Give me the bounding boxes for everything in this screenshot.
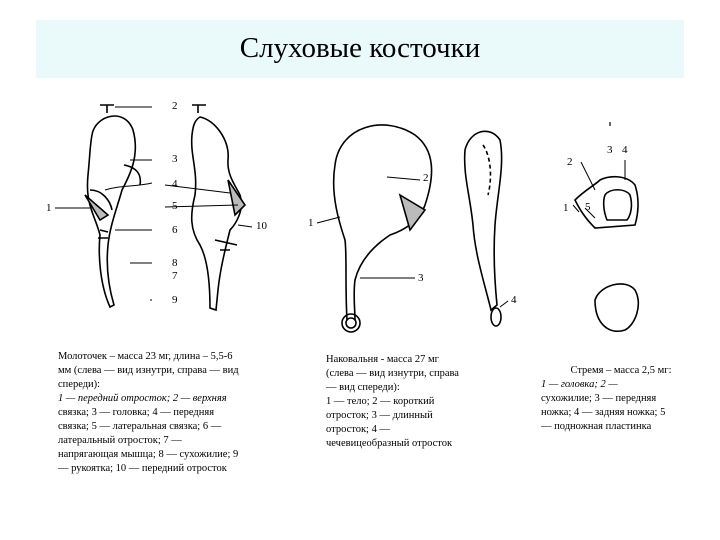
incus-label: 2 bbox=[423, 172, 429, 184]
malleus-label: 10 bbox=[256, 220, 267, 232]
malleus-label: 7 bbox=[172, 270, 178, 282]
stapes-label: 5 bbox=[585, 201, 591, 213]
stapes-label: 1 bbox=[563, 202, 569, 214]
caption-line: мм (слева — вид изнутри, справа — вид bbox=[58, 365, 239, 376]
malleus-caption: Молоточек – масса 23 мг, длина – 5,5-6 м… bbox=[58, 350, 293, 476]
malleus-label: 5 bbox=[172, 200, 178, 212]
caption-line: связка; 3 — головка; 4 — передняя bbox=[58, 407, 215, 418]
caption-line: напрягающая мышца; 8 — сухожилие; 9 bbox=[58, 449, 239, 460]
caption-line: 1 — головка; 2 — bbox=[541, 379, 618, 390]
caption-line: — рукоятка; 10 — передний отросток bbox=[58, 463, 227, 474]
stapes-label: 2 bbox=[567, 156, 573, 168]
malleus-label: 1 bbox=[46, 202, 52, 214]
caption-line: 1 — передний отросток; 2 — верхняя bbox=[58, 393, 227, 404]
incus-label: 3 bbox=[418, 272, 424, 284]
stapes-label: 4 bbox=[622, 144, 628, 156]
caption-line: — подножная пластинка bbox=[541, 421, 652, 432]
malleus-label: 4 bbox=[172, 178, 178, 190]
caption-line: отросток; 3 — длинный bbox=[326, 410, 433, 421]
incus-figure: 1 2 3 4 bbox=[305, 95, 530, 355]
caption-line: связка; 5 — латеральная связка; 6 — bbox=[58, 421, 222, 432]
page-title: Слуховые косточки bbox=[239, 32, 481, 64]
caption-line: Молоточек – масса 23 мг, длина – 5,5-6 bbox=[58, 351, 233, 362]
title-band: Слуховые косточки bbox=[36, 20, 684, 78]
caption-line: — вид спереди): bbox=[326, 382, 400, 393]
malleus-figure: 2 3 4 5 1 6 10 8 7 9 bbox=[40, 95, 300, 355]
malleus-label: 2 bbox=[172, 100, 178, 112]
caption-line: 1 — тело; 2 — короткий bbox=[326, 396, 435, 407]
malleus-drawing bbox=[55, 104, 253, 312]
incus-caption: Наковальня - масса 27 мг (слева — вид из… bbox=[326, 353, 501, 451]
caption-line: (слева — вид изнутри, справа bbox=[326, 368, 459, 379]
malleus-label: 3 bbox=[172, 153, 178, 165]
caption-line: Наковальня - масса 27 мг bbox=[326, 354, 439, 365]
stapes-drawing bbox=[572, 122, 640, 332]
incus-label: 4 bbox=[511, 294, 517, 306]
caption-line: отросток; 4 — bbox=[326, 424, 390, 435]
incus-label: 1 bbox=[308, 217, 314, 229]
caption-line: сухожилие; 3 — передняя bbox=[541, 393, 657, 404]
caption-line: латеральный отросток; 7 — bbox=[58, 435, 182, 446]
malleus-label: 6 bbox=[172, 224, 178, 236]
caption-line: чечевицеобразный отросток bbox=[326, 438, 453, 449]
caption-line: спереди): bbox=[58, 379, 101, 390]
stapes-caption: Стремя – масса 2,5 мг: 1 — головка; 2 — … bbox=[541, 364, 701, 434]
malleus-label: 9 bbox=[172, 294, 178, 306]
stapes-figure: 1 2 3 4 5 bbox=[555, 100, 695, 345]
caption-line: ножка; 4 — задняя ножка; 5 bbox=[541, 407, 666, 418]
malleus-label: 8 bbox=[172, 257, 178, 269]
incus-drawing bbox=[316, 124, 509, 333]
stapes-label: 3 bbox=[607, 144, 613, 156]
caption-line: Стремя – масса 2,5 мг: bbox=[570, 365, 672, 376]
